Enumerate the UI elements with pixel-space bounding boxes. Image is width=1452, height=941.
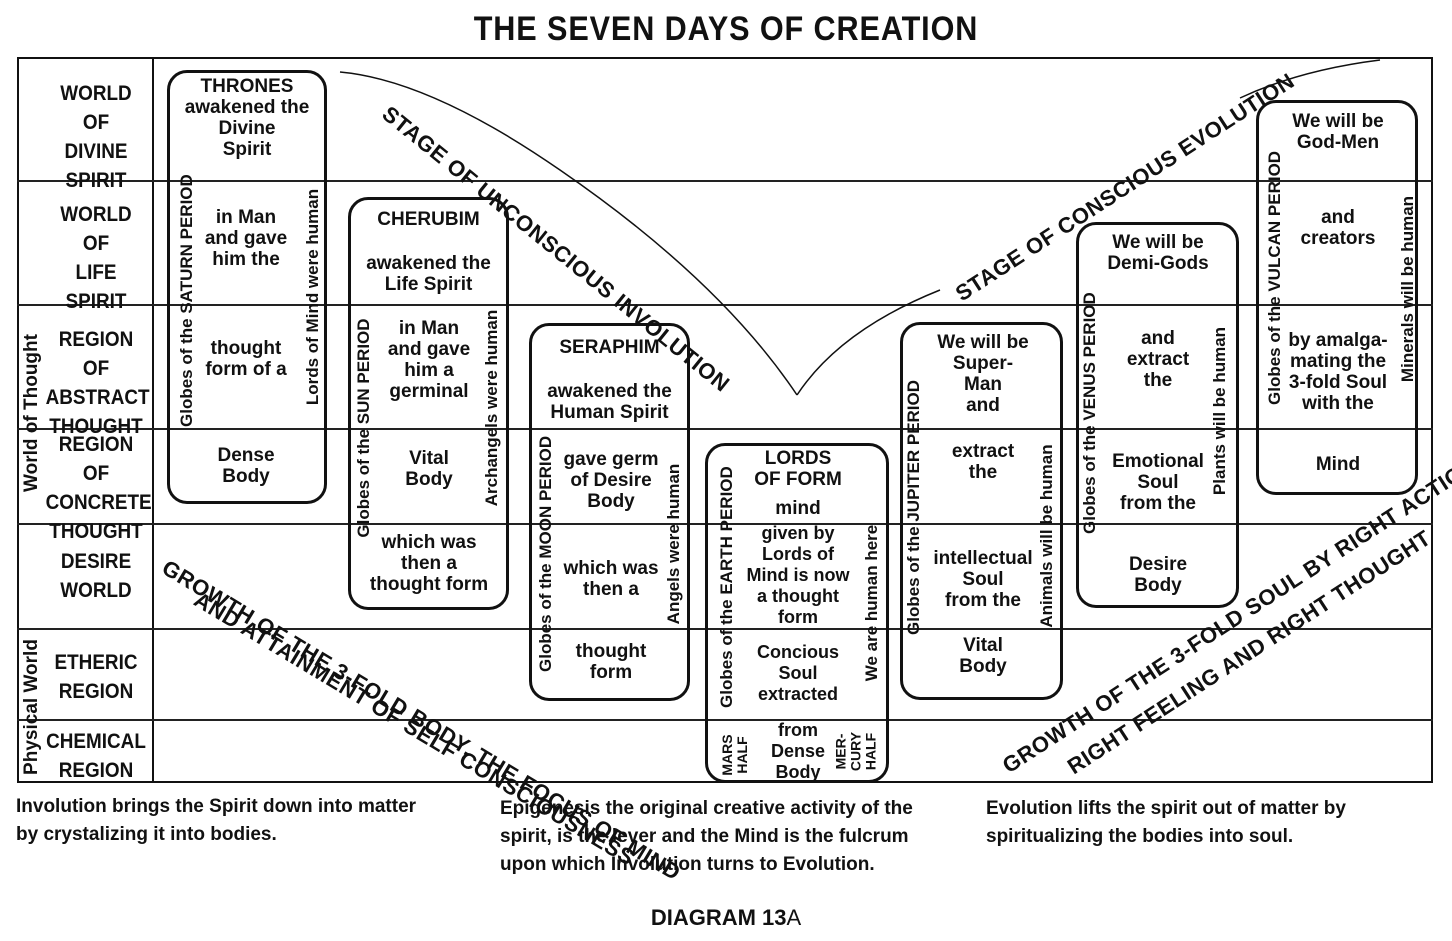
moon-text-2: awakened the Human Spirit [547,381,672,423]
moon-period-box [529,323,690,701]
vulcan-text-3: by amalga- mating the 3-fold Soul with t… [1288,330,1388,414]
moon-text-1: SERAPHIM [559,337,660,358]
earth-mars-half-label: MARS HALF [719,734,750,776]
vulcan-text-1: We will be God-Men [1292,111,1384,153]
sun-text-4: Vital Body [405,448,453,490]
row-divider [17,304,1433,306]
moon-text-3: gave germ of Desire Body [563,449,659,512]
sun-side-label: Archangels were human [482,309,501,507]
earth-text-4: Concious Soul extracted [756,642,839,704]
earth-text-2: mind [775,498,821,519]
saturn-text-2: in Man and gave him the [204,207,288,270]
diagram-label: DIAGRAM 13A [0,905,1452,931]
diagram-number: DIAGRAM 13 [650,905,787,930]
row-divider [17,628,1433,630]
row-divider [17,523,1433,525]
earth-mercury-half-label: MER- CURY HALF [832,731,879,772]
sun-text-5: which was then a thought form [369,532,489,595]
venus-text-2: and extract the [1126,328,1190,391]
row-label-chemical-region: CHEMICAL REGION [46,730,146,782]
earth-text-5: from Dense Body [770,720,826,782]
jupiter-text-4: Vital Body [959,635,1007,677]
label-column-divider [152,57,154,783]
venus-globes-label: Globes of the VENUS PERIOD [1080,292,1099,534]
saturn-period-box [167,70,327,504]
row-divider [17,719,1433,721]
jupiter-text-3: intellectual Soul from the [933,548,1033,611]
saturn-text-3: thought form of a [205,338,287,380]
vulcan-period-box [1256,100,1418,495]
saturn-side-label: Lords of Mind were human [303,188,322,406]
jupiter-period-box [900,322,1063,700]
footer-epigenesis: Epigenesis the original creative activit… [500,798,913,875]
sun-text-3: in Man and gave him a germinal [387,318,471,402]
venus-text-4: Desire Body [1128,554,1188,596]
saturn-text-1: THRONES awakened the Divine Spirit [184,76,310,160]
moon-text-4: which was then a [563,558,659,600]
row-label-abstract-thought: REGION OF ABSTRACT THOUGHT [45,328,150,438]
row-label-etheric-region: ETHERIC REGION [54,651,138,703]
vulcan-text-2: and creators [1300,207,1376,249]
row-label-concrete-thought: REGION OF CONCRETE THOUGHT [45,433,152,543]
saturn-text-4: Dense Body [217,445,275,487]
sun-text-1: CHERUBIM [377,209,480,230]
venus-text-1: We will be Demi-Gods [1107,232,1209,274]
footer-evolution: Evolution lifts the spirit out of matter… [986,798,1346,847]
jupiter-globes-label: Globes of the JUPITER PERIOD [904,379,923,635]
earth-globes-label: Globes of the EARTH PERIOD [717,466,736,708]
earth-side-label: We are human here [862,524,881,682]
sun-period-box [348,197,509,610]
earth-text-1: LORDS OF FORM [754,448,842,490]
row-divider [17,428,1433,430]
moon-side-label: Angels were human [664,463,683,625]
footer-involution: Involution brings the Spirit down into m… [16,796,417,845]
vulcan-text-4: Mind [1315,454,1361,475]
diagram-suffix: A [786,905,802,930]
vulcan-side-label: Minerals will be human [1398,195,1417,383]
earth-text-3: given by Lords of Mind is now a thought … [746,523,850,627]
page-title: THE SEVEN DAYS OF CREATION [473,10,979,48]
moon-globes-label: Globes of the MOON PERIOD [536,435,555,672]
row-divider [17,180,1433,182]
jupiter-text-1: We will be Super- Man and [937,332,1029,416]
venus-period-box [1076,222,1239,608]
moon-text-5: thought form [575,641,647,683]
jupiter-text-2: extract the [951,441,1015,483]
venus-text-3: Emotional Soul from the [1112,451,1204,514]
sun-globes-label: Globes of the SUN PERIOD [354,318,373,538]
row-label-divine-spirit: WORLD OF DIVINE SPIRIT [60,82,132,192]
earth-period-box [705,443,889,783]
row-label-desire-world: DESIRE WORLD [60,550,132,602]
row-label-life-spirit: WORLD OF LIFE SPIRIT [60,203,132,313]
sun-text-2: awakened the Life Spirit [366,253,491,295]
